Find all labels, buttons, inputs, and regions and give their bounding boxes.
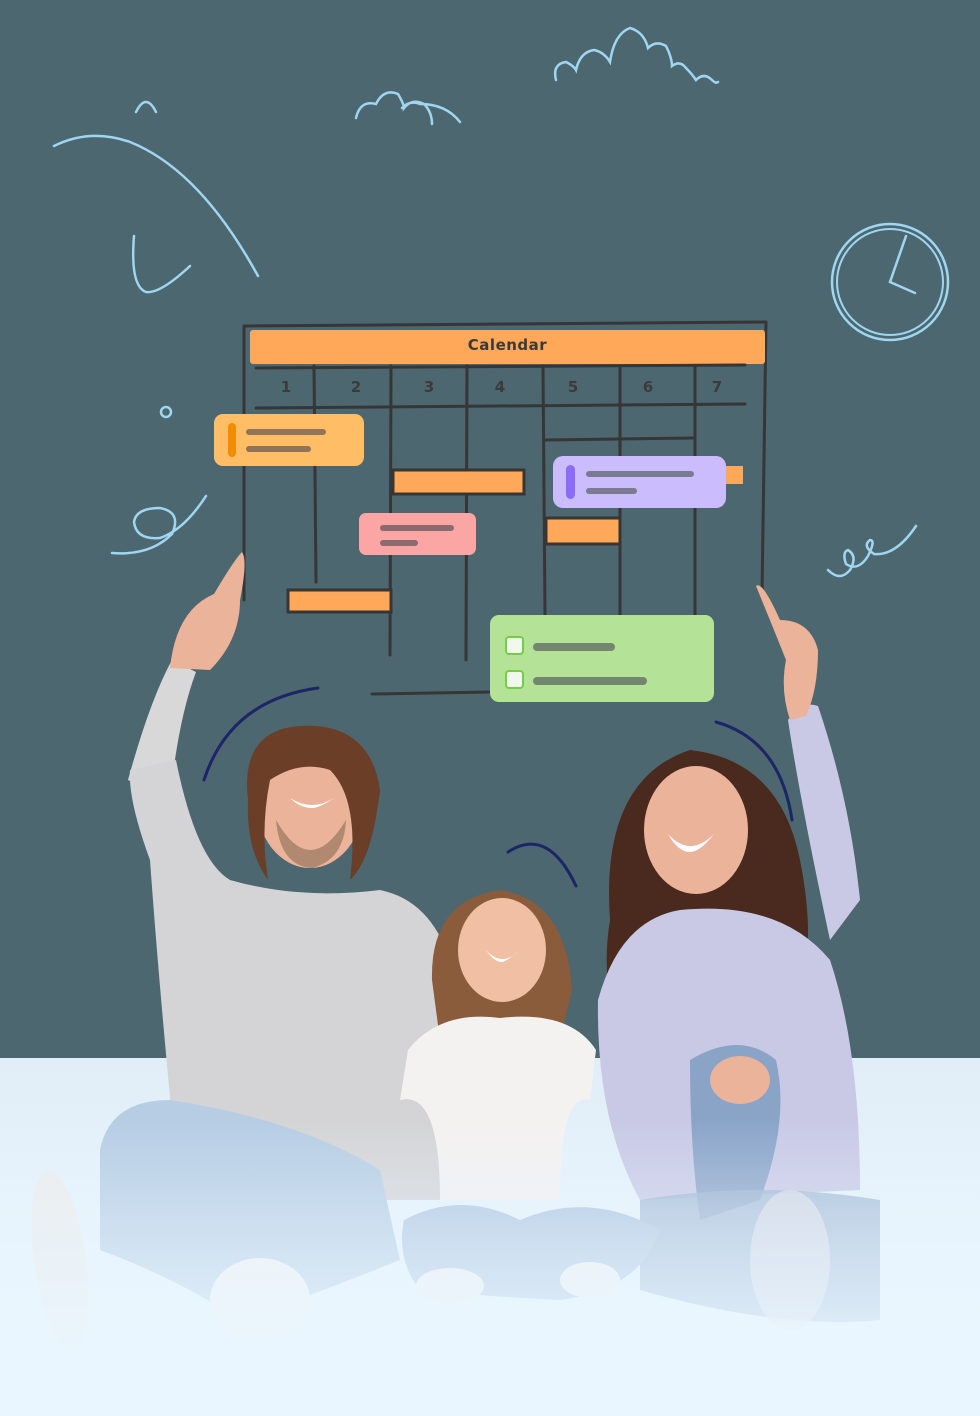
day-label: 7 [711,378,723,396]
clock-icon [830,222,950,342]
cloud-icon [354,91,462,126]
day-label: 3 [423,378,435,396]
day-label: 6 [642,378,654,396]
event-card-checklist [490,615,714,702]
day-label: 2 [350,378,362,396]
caret-doodle-icon [134,100,158,114]
arc-doodle-icon [52,134,260,278]
day-label: 4 [494,378,506,396]
day-label: 5 [567,378,579,396]
hook-doodle-icon [132,234,192,294]
calendar-title: Calendar [467,336,548,354]
event-card-pink [359,513,476,555]
day-label: 1 [280,378,292,396]
circle-doodle-icon [159,405,173,419]
motion-arc-icon [202,686,320,782]
event-card-orange [214,414,364,466]
cloud-icon [553,26,720,84]
event-card-purple [553,456,726,508]
swirl-doodle-icon [826,524,918,578]
swirl-doodle-icon [110,494,208,555]
motion-arc-icon [714,720,794,822]
floor-fade [0,1120,980,1416]
motion-arc-icon [506,842,578,888]
